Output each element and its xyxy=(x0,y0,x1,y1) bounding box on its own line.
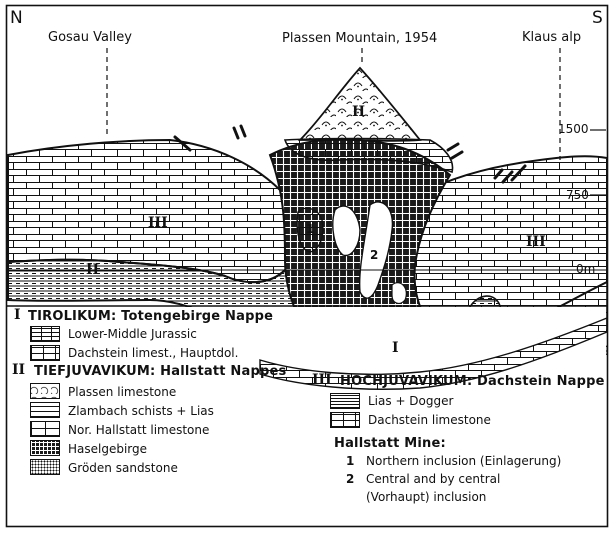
mine-item-2-num: 2 xyxy=(346,472,354,486)
legend-nor-hallstatt: Nor. Hallstatt limestone xyxy=(68,423,209,437)
inclusion-1-label: 1 xyxy=(306,222,314,236)
elevation-1500: 1500 xyxy=(558,122,589,136)
legend-group-2-numeral: II xyxy=(12,362,25,378)
legend-group-1-numeral: I xyxy=(14,307,21,323)
klaus-alp-label: Klaus alp xyxy=(522,30,581,45)
legend-group-3-numeral: III xyxy=(312,372,332,388)
inclusion-2-label: 2 xyxy=(370,248,378,262)
legend-group-3-title: HOCHJUVAVIKUM: Dachstein Nappe xyxy=(340,374,605,389)
swatch-zlambach xyxy=(30,402,60,418)
legend-dachstein-hauptdol: Dachstein limest., Hauptdol. xyxy=(68,346,238,360)
plassen-mountain-label: Plassen Mountain, 1954 xyxy=(282,31,437,46)
legend-plassen-limestone: Plassen limestone xyxy=(68,385,176,399)
legend-haselgebirge: Haselgebirge xyxy=(68,442,147,456)
swatch-groden-sandstone xyxy=(30,459,60,475)
south-label: S xyxy=(592,8,603,28)
swatch-dachstein-limestone xyxy=(330,412,360,428)
legend-groden-sandstone: Gröden sandstone xyxy=(68,461,178,475)
swatch-nor-hallstatt xyxy=(30,421,60,437)
legend-dachstein-limestone: Dachstein limestone xyxy=(368,413,491,427)
swatch-dachstein-hauptdol xyxy=(30,345,60,361)
elevation-0m: 0m xyxy=(576,262,595,276)
swatch-lower-middle-jurassic xyxy=(30,326,60,342)
legend-group-1-title: TIROLIKUM: Totengebirge Nappe xyxy=(28,309,273,324)
numeral-left-hallstatt: II xyxy=(86,262,99,278)
elevation-750: 750 xyxy=(566,188,589,202)
legend-lower-middle-jurassic: Lower-Middle Jurassic xyxy=(68,327,197,341)
numeral-left-dachstein: III xyxy=(148,215,168,231)
legend-lias-dogger: Lias + Dogger xyxy=(368,394,453,408)
north-label: N xyxy=(10,8,23,28)
legend-group-2-title: TIEFJUVAVIKUM: Hallstatt Nappes xyxy=(34,364,286,379)
mine-item-3-text: (Vorhaupt) inclusion xyxy=(366,490,486,504)
mine-title: Hallstatt Mine: xyxy=(334,436,446,451)
numeral-plassen: II xyxy=(352,104,365,120)
legend-zlambach: Zlambach schists + Lias xyxy=(68,404,214,418)
gosau-valley-label: Gosau Valley xyxy=(48,30,132,45)
swatch-lias-dogger xyxy=(330,393,360,409)
numeral-tirolikum: I xyxy=(392,340,399,356)
numeral-right-dachstein: III xyxy=(526,234,546,250)
swatch-plassen-limestone xyxy=(30,383,60,399)
mine-item-1-text: Northern inclusion (Einlagerung) xyxy=(366,454,561,468)
mine-item-1-num: 1 xyxy=(346,454,354,468)
swatch-haselgebirge xyxy=(30,440,60,456)
inclusion-2-body-c xyxy=(392,283,406,304)
mine-item-2-text: Central and by central xyxy=(366,472,500,486)
